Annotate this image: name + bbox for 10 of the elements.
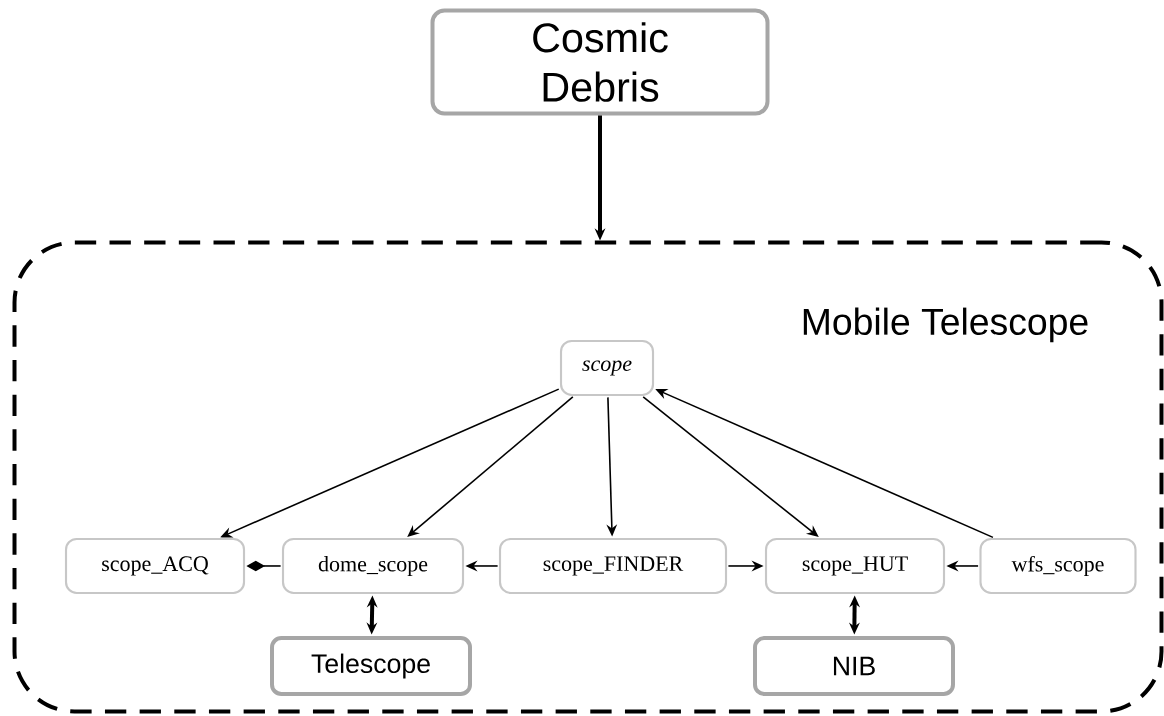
module-box: dome_scope <box>281 537 465 595</box>
hardware-box: NIB <box>753 636 955 696</box>
source-box: Cosmic Debris <box>430 8 770 116</box>
group-title: Mobile Telescope <box>803 307 1088 343</box>
module-box: scope <box>559 339 655 397</box>
module-box: scope_ACQ <box>64 537 246 595</box>
module-box: scope_FINDER <box>498 537 728 595</box>
hardware-box: Telescope <box>270 636 472 696</box>
module-box: scope_HUT <box>764 537 946 595</box>
module-box: wfs_scope <box>979 537 1137 595</box>
